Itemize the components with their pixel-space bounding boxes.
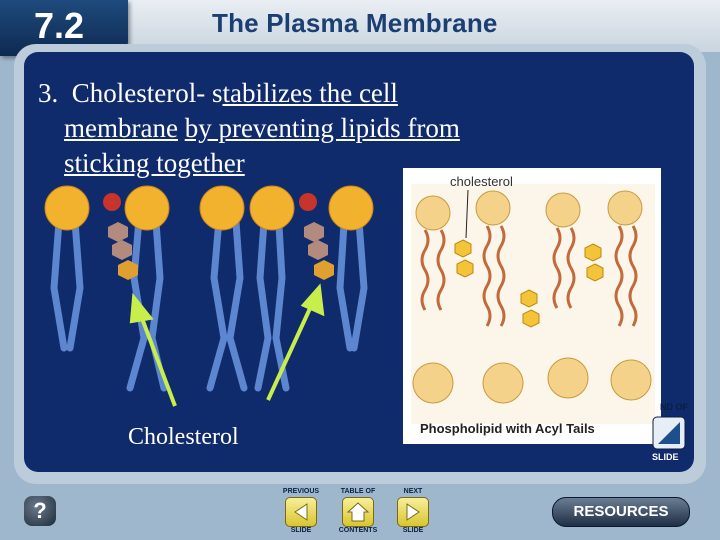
end-slide-icon [652,416,686,450]
definition-space [178,113,185,143]
previous-slide-button[interactable]: PREVIOUS SLIDE [277,488,325,536]
definition-line2a[interactable]: membrane [64,113,178,143]
next-label: NEXT [403,488,423,495]
toc-sub: CONTENTS [338,527,378,534]
phospholipid-heads [44,185,374,231]
cholesterol-molecules [103,193,334,280]
triangle-right-icon [397,497,429,527]
photo-cholesterol-label: cholesterol [450,174,513,189]
previous-label: PREVIOUS [282,488,320,495]
triangle-left-icon [285,497,317,527]
question-icon[interactable]: ? [24,496,56,526]
term: Cholesterol [71,78,197,108]
pointer-arrows [129,283,325,407]
end-of-slide-bottom: SLIDE [652,452,679,462]
end-of-slide-top: ND OF [660,402,688,412]
next-sub: SLIDE [402,527,424,534]
table-of-contents-button[interactable]: TABLE OF CONTENTS [334,488,382,536]
membrane-diagram-image [403,168,661,444]
end-of-slide-button[interactable]: ND OF SLIDE [648,402,688,464]
definition-line1[interactable]: tabilizes the cell [222,78,398,108]
resources-button[interactable]: RESOURCES [552,497,690,527]
point-number: 3. [38,78,59,108]
top-heads [415,190,643,231]
photo-caption: Phospholipid with Acyl Tails [420,421,595,436]
definition-line2b[interactable]: by preventing lipids from [184,113,460,143]
bullet-point: 3. Cholesterol- stabilizes the cell memb… [38,76,558,181]
cholesterol-label: Cholesterol [128,424,239,450]
definition-start: s [211,78,223,108]
cholesterol-rings [454,239,604,328]
acyl-tails [420,225,638,327]
home-icon [342,497,374,527]
section-number: 7.2 [34,5,85,46]
membrane-diagram [411,184,655,424]
previous-sub: SLIDE [290,527,312,534]
next-slide-button[interactable]: NEXT SLIDE [389,488,437,536]
bottom-heads [412,357,652,404]
separator: - [196,78,212,108]
membrane-illustration [44,185,374,407]
definition-line3[interactable]: sticking together [64,148,245,178]
toc-label: TABLE OF [340,488,376,495]
slide-title: The Plasma Membrane [212,8,498,38]
